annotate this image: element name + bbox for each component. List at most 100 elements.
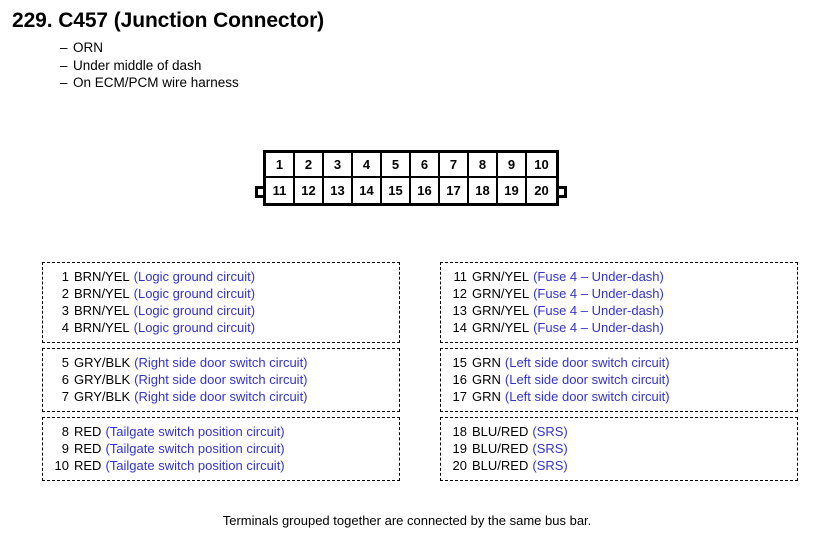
- pin-wire-color: GRN: [472, 355, 501, 370]
- connector-pin-3[interactable]: 3: [324, 153, 353, 178]
- pin-wire-color: BLU/RED: [472, 424, 529, 439]
- pin-row-12: 12 GRN/YEL(Fuse 4 – Under-dash): [441, 285, 797, 302]
- pin-circuit-description: (Tailgate switch position circuit): [105, 424, 285, 439]
- pin-number: 16: [452, 372, 467, 387]
- pin-row-1: 1 BRN/YEL(Logic ground circuit): [43, 268, 399, 285]
- pin-wire-color: GRY/BLK: [74, 355, 131, 370]
- connector-pin-20[interactable]: 20: [527, 178, 556, 203]
- connector-pin-9[interactable]: 9: [498, 153, 527, 178]
- connector-pin-16[interactable]: 16: [411, 178, 440, 203]
- pin-number: 4: [61, 320, 69, 335]
- pin-circuit-description: (Logic ground circuit): [133, 320, 256, 335]
- connector-pin-10[interactable]: 10: [527, 153, 556, 178]
- pin-wire-color: RED: [74, 458, 102, 473]
- pin-circuit-description: (Logic ground circuit): [133, 269, 256, 284]
- bullet-dash-icon: –: [60, 40, 68, 55]
- pin-number: 7: [61, 389, 69, 404]
- connector-detail-item: –ORN: [60, 39, 612, 57]
- connector-detail-item: –On ECM/PCM wire harness: [60, 74, 612, 92]
- pin-number: 12: [452, 286, 467, 301]
- pin-circuit-description: (Fuse 4 – Under-dash): [533, 286, 664, 301]
- pin-wire-color: BRN/YEL: [74, 269, 130, 284]
- pin-row-15: 15 GRN(Left side door switch circuit): [441, 354, 797, 371]
- pin-number: 10: [54, 458, 69, 473]
- pin-number: 2: [61, 286, 69, 301]
- bus-bar-note: Terminals grouped together are connected…: [222, 513, 592, 528]
- pin-number: 9: [61, 441, 69, 456]
- pin-wire-color: BLU/RED: [472, 458, 529, 473]
- pin-number: 6: [61, 372, 69, 387]
- pin-wire-color: GRY/BLK: [74, 389, 131, 404]
- pin-number: 18: [452, 424, 467, 439]
- connector-pin-4[interactable]: 4: [353, 153, 382, 178]
- pin-wire-color: BRN/YEL: [74, 286, 130, 301]
- pin-circuit-description: (Right side door switch circuit): [134, 372, 308, 387]
- bullet-dash-icon: –: [60, 57, 68, 73]
- connector-pin-8[interactable]: 8: [469, 153, 498, 178]
- pin-number: 14: [452, 320, 467, 335]
- connector-left-tab-icon: [255, 186, 263, 198]
- pin-circuit-description: (Left side door switch circuit): [504, 389, 670, 404]
- pin-circuit-description: (Tailgate switch position circuit): [105, 458, 285, 473]
- pin-row-9: 9 RED(Tailgate switch position circuit): [43, 440, 399, 457]
- pin-wire-color: GRN: [472, 372, 501, 387]
- pin-circuit-description: (Logic ground circuit): [133, 303, 256, 318]
- pin-circuit-description: (Logic ground circuit): [133, 286, 256, 301]
- pin-circuit-description: (Fuse 4 – Under-dash): [533, 320, 664, 335]
- pin-row-10: 10 RED(Tailgate switch position circuit): [43, 457, 399, 474]
- connector-pin-2[interactable]: 2: [295, 153, 324, 178]
- connector-pin-1[interactable]: 1: [266, 153, 295, 178]
- connector-pin-11[interactable]: 11: [266, 178, 295, 203]
- pin-circuit-description: (Tailgate switch position circuit): [105, 441, 285, 456]
- pin-circuit-description: (Fuse 4 – Under-dash): [533, 303, 664, 318]
- connector-pin-17[interactable]: 17: [440, 178, 469, 203]
- connector-pin-18[interactable]: 18: [469, 178, 498, 203]
- pin-row-2: 2 BRN/YEL(Logic ground circuit): [43, 285, 399, 302]
- connector-detail-list: –ORN–Under middle of dash–On ECM/PCM wir…: [60, 39, 612, 92]
- pin-number: 1: [61, 269, 69, 284]
- connector-pin-7[interactable]: 7: [440, 153, 469, 178]
- pin-wire-color: BLU/RED: [472, 441, 529, 456]
- bullet-dash-icon: –: [60, 75, 68, 90]
- pin-number: 5: [61, 355, 69, 370]
- pin-wire-color: GRN/YEL: [472, 269, 530, 284]
- pin-row-8: 8 RED(Tailgate switch position circuit): [43, 423, 399, 440]
- connector-pin-13[interactable]: 13: [324, 178, 353, 203]
- pin-wire-color: GRN/YEL: [472, 286, 530, 301]
- pin-wire-color: GRN/YEL: [472, 320, 530, 335]
- pin-number: 3: [61, 303, 69, 318]
- connector-pin-6[interactable]: 6: [411, 153, 440, 178]
- connector-pin-19[interactable]: 19: [498, 178, 527, 203]
- pin-wire-color: GRN: [472, 389, 501, 404]
- pin-circuit-description: (Left side door switch circuit): [504, 355, 670, 370]
- pin-wire-color: RED: [74, 424, 102, 439]
- connector-pin-15[interactable]: 15: [382, 178, 411, 203]
- pin-wire-color: RED: [74, 441, 102, 456]
- pin-number: 8: [61, 424, 69, 439]
- connector-pin-14[interactable]: 14: [353, 178, 382, 203]
- pin-wire-color: GRN/YEL: [472, 303, 530, 318]
- connector-pin-12[interactable]: 12: [295, 178, 324, 203]
- connector-detail-item: –Under middle of dash: [60, 57, 612, 75]
- pin-number: 15: [452, 355, 467, 370]
- connector-pin-5[interactable]: 5: [382, 153, 411, 178]
- pin-circuit-description: (Fuse 4 – Under-dash): [533, 269, 664, 284]
- connector-right-tab-icon: [559, 186, 567, 198]
